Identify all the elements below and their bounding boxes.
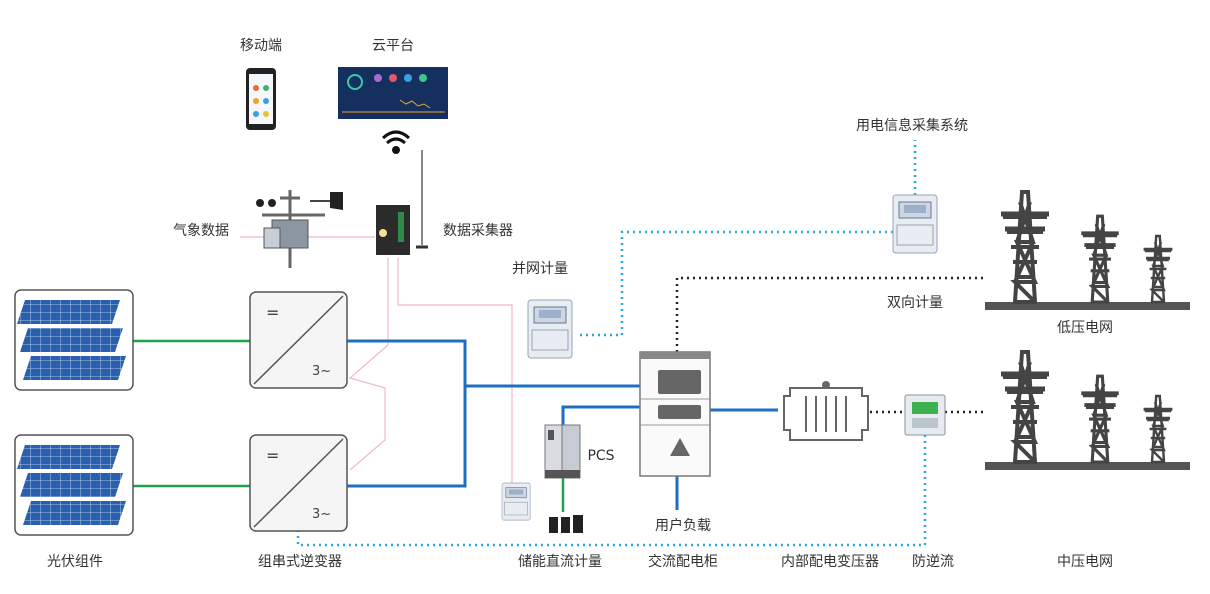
data-collector-icon [376, 150, 428, 255]
label-grid-meter: 并网计量 [512, 261, 568, 277]
dc-meter-icon [501, 482, 531, 521]
label-user-load: 用户负载 [655, 517, 711, 534]
label-dc-meter: 储能直流计量 [518, 553, 602, 570]
info-system-meter-icon [892, 194, 938, 254]
label-collector: 数据采集器 [443, 222, 513, 239]
label-cloud: 云平台 [372, 38, 414, 54]
label-bidirectional: 双向计量 [887, 295, 943, 311]
label-info-system: 用电信息采集系统 [856, 117, 968, 134]
label-pcs: PCS [587, 448, 614, 464]
label-anti-backflow: 防逆流 [912, 554, 954, 570]
cloud-dashboard-icon [338, 67, 448, 119]
anti-backflow-meter-icon [904, 394, 946, 436]
dc-symbol: = [266, 446, 279, 465]
ac-symbol: 3~ [312, 507, 331, 522]
dc-lines [133, 339, 565, 512]
ac-symbol: 3~ [312, 364, 331, 379]
label-transformer: 内部配电变压器 [781, 554, 879, 570]
wifi-icon [381, 130, 411, 154]
labels: 移动端 云平台 气象数据 数据采集器 并网计量 用电信息采集系统 双向计量 低压… [47, 38, 1113, 570]
ac-lines [347, 339, 778, 510]
label-mobile: 移动端 [240, 38, 282, 54]
weather-station-icon [256, 190, 343, 268]
label-pv: 光伏组件 [47, 554, 103, 570]
ac-cabinet-icon [639, 351, 711, 477]
grid-meter-icon [527, 299, 573, 359]
pcs-icon [544, 424, 581, 479]
medium-voltage-grid-icon [985, 352, 1190, 470]
pv-panel-top [14, 289, 134, 391]
dc-symbol: = [266, 303, 279, 322]
inverter-bottom: = 3~ [249, 434, 348, 532]
mobile-phone-icon [246, 68, 276, 130]
label-inverter: 组串式逆变器 [258, 554, 342, 570]
label-low-grid: 低压电网 [1057, 320, 1113, 336]
battery-icon [549, 515, 583, 533]
inverter-top: = 3~ [249, 291, 348, 389]
transformer-icon [783, 381, 869, 441]
label-medium-grid: 中压电网 [1057, 554, 1113, 570]
low-voltage-grid-icon [985, 192, 1190, 310]
pv-panel-bottom [14, 434, 134, 536]
label-weather: 气象数据 [173, 223, 229, 239]
label-ac-cabinet: 交流配电柜 [648, 553, 718, 570]
metering-dotted-lines [675, 276, 985, 414]
comm-dotted-lines [296, 140, 927, 547]
